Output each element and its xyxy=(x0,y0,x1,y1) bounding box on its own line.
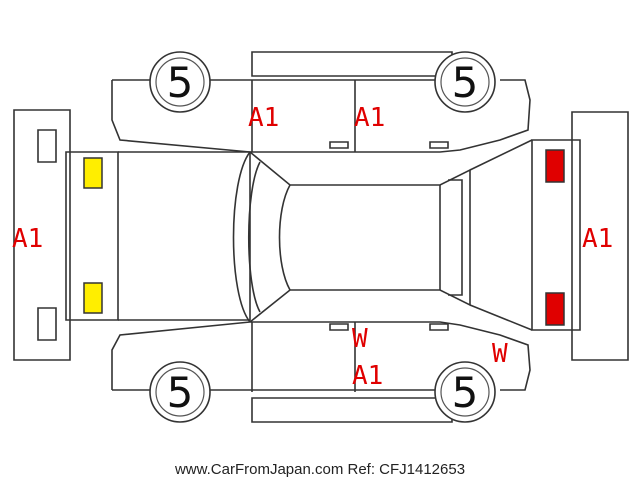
damage-label-rear-left-door: A1 xyxy=(354,103,385,133)
roof-cabin xyxy=(232,139,533,331)
front-light-top xyxy=(83,157,103,189)
tire-rear-right-value: 5 xyxy=(452,368,479,417)
damage-label-rear-right-quarter: W xyxy=(492,339,508,369)
right-side-panels xyxy=(111,321,531,423)
tire-rear-left: 5 xyxy=(434,51,496,113)
front-light-bottom xyxy=(83,282,103,314)
tire-rear-left-value: 5 xyxy=(452,58,479,107)
front-bumper xyxy=(13,109,71,361)
hood xyxy=(65,151,251,321)
damage-label-front-left-door: A1 xyxy=(248,103,279,133)
damage-label-rear-bumper: A1 xyxy=(582,224,613,254)
left-side-panels xyxy=(111,51,531,153)
rear-light-top xyxy=(545,149,565,183)
tire-front-right-value: 5 xyxy=(167,368,194,417)
tire-front-left: 5 xyxy=(149,51,211,113)
tire-front-right: 5 xyxy=(149,361,211,423)
damage-label-front-bumper: A1 xyxy=(12,224,43,254)
rear-light-bottom xyxy=(545,292,565,326)
damage-label-right-door-a: A1 xyxy=(352,361,383,391)
tire-rear-right: 5 xyxy=(434,361,496,423)
tire-front-left-value: 5 xyxy=(167,58,194,107)
footer-reference: www.CarFromJapan.com Ref: CFJ1412653 xyxy=(174,461,465,478)
damage-label-right-door-w: W xyxy=(352,324,368,354)
rear-bumper xyxy=(531,111,629,361)
